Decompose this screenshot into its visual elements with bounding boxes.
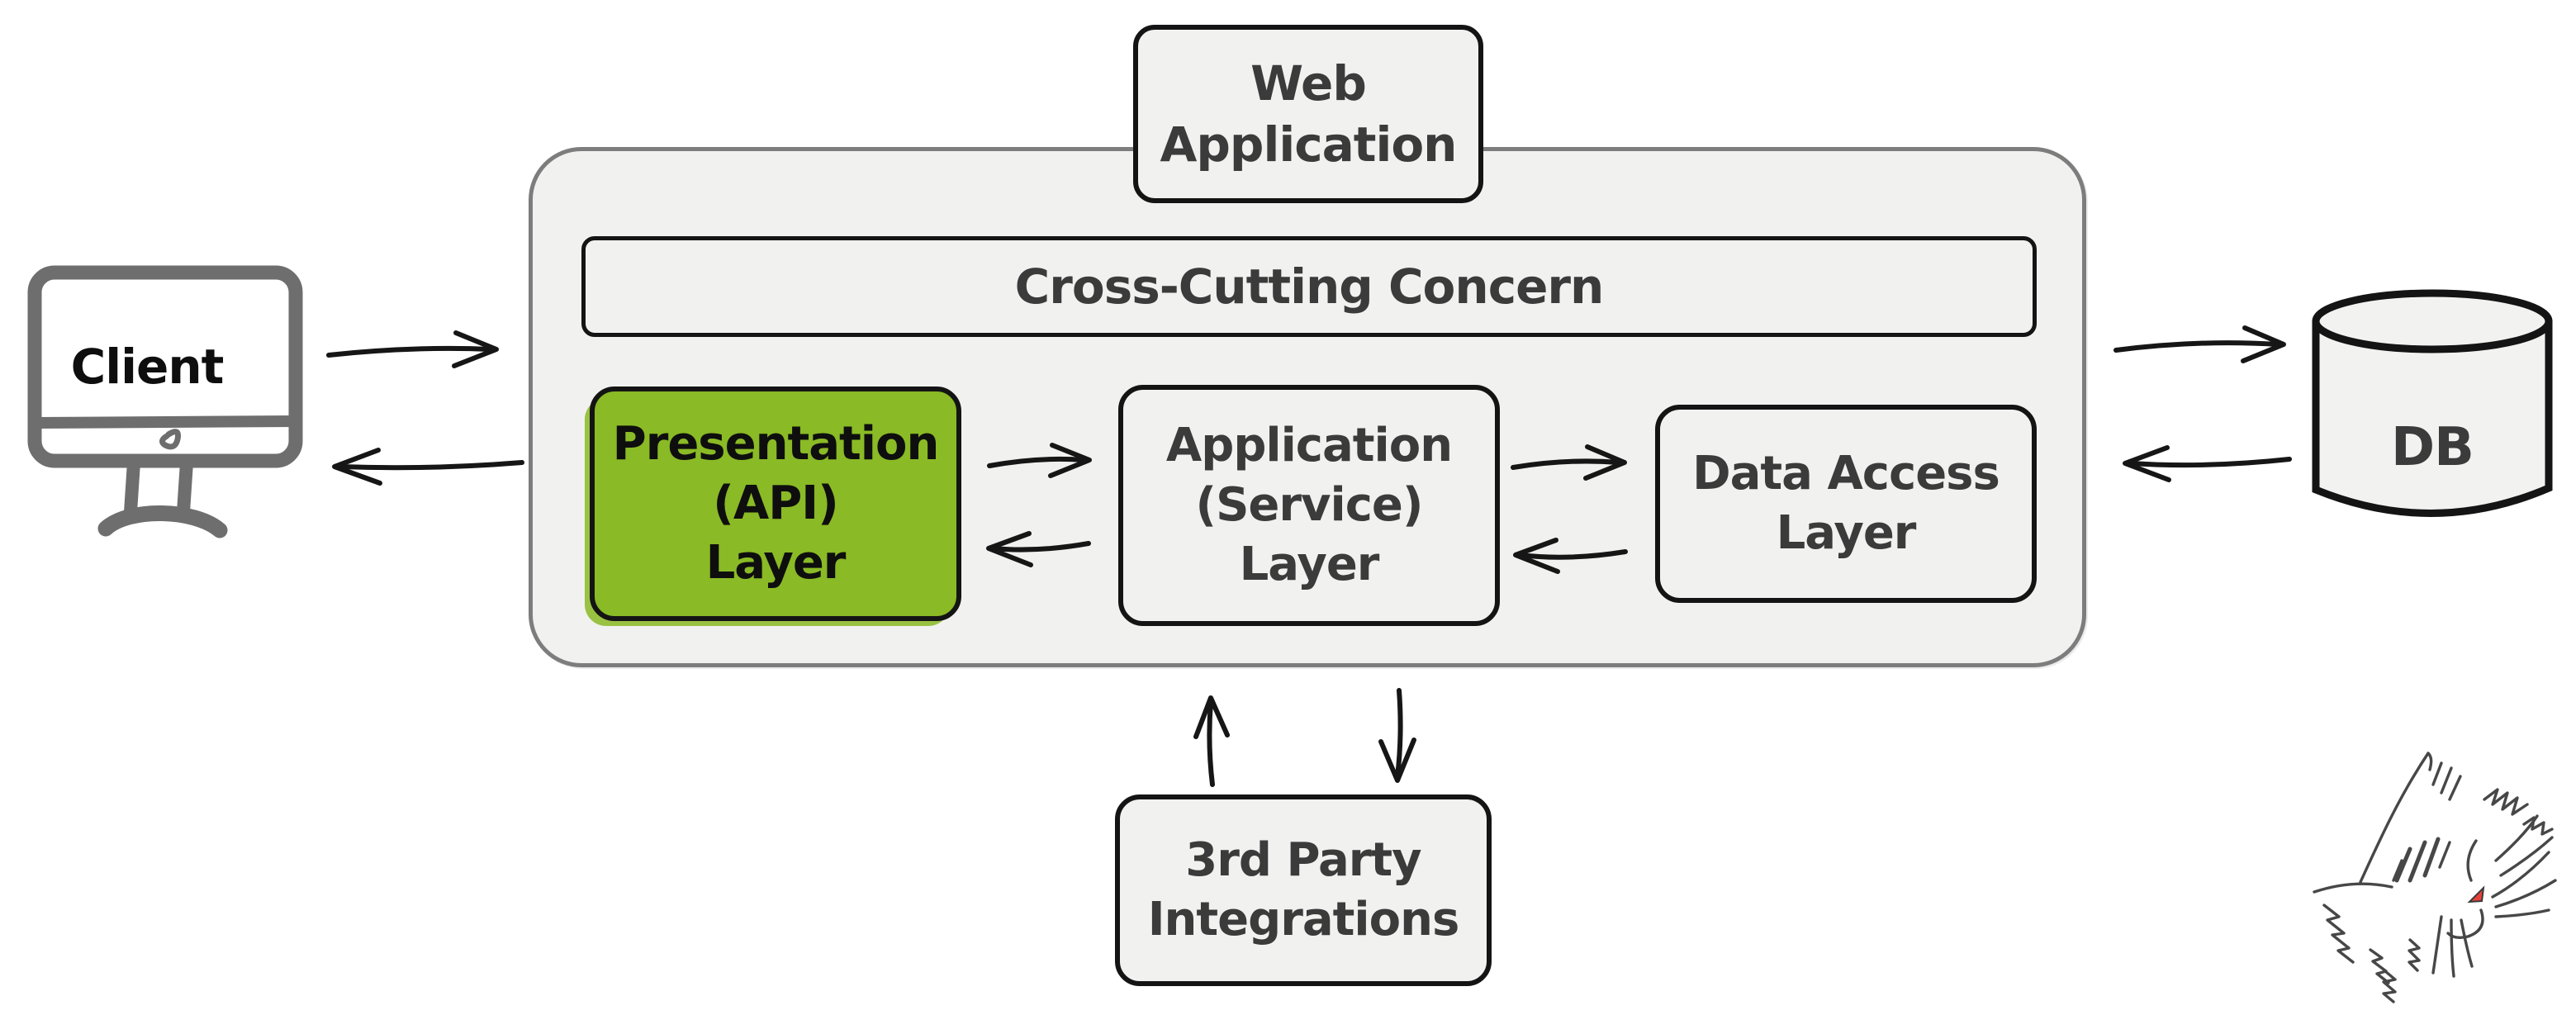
arrow-db-to-webapp: [2123, 445, 2292, 482]
arrow-thirdparty-to-application: [1193, 695, 1230, 787]
presentation-api-layer-box: Presentation (API) Layer: [590, 387, 961, 621]
web-application-line1: Web: [1250, 55, 1367, 111]
application-line3: Layer: [1239, 537, 1380, 591]
presentation-line3: Layer: [705, 535, 847, 590]
presentation-line1: Presentation: [612, 417, 940, 472]
third-party-line1: 3rd Party: [1185, 833, 1421, 888]
application-line1: Application: [1165, 419, 1453, 473]
client-node-label: Client: [70, 339, 225, 395]
data-access-line1: Data Access: [1692, 447, 2000, 501]
arrow-client-to-webapp: [326, 330, 499, 368]
cat-nose: [2467, 885, 2485, 904]
cross-cutting-concern-bar: Cross-Cutting Concern: [581, 236, 2037, 337]
arrow-application-to-data-access: [1511, 444, 1627, 481]
data-access-layer-box: Data Access Layer: [1655, 405, 2037, 603]
database-icon: DB: [2312, 289, 2553, 517]
arrow-presentation-to-application: [987, 443, 1092, 478]
arrow-webapp-to-client: [332, 448, 524, 486]
arrow-data-access-to-application: [1513, 538, 1628, 574]
application-line2: (Service): [1195, 478, 1424, 533]
cat-doodle: [2313, 752, 2557, 1003]
cross-cutting-concern-label: Cross-Cutting Concern: [1014, 258, 1605, 315]
web-application-line2: Application: [1160, 116, 1458, 173]
arrow-application-to-thirdparty: [1378, 688, 1416, 783]
db-label: DB: [2391, 417, 2474, 478]
arrow-application-to-presentation: [986, 531, 1091, 567]
web-application-title-box: Web Application: [1133, 25, 1483, 203]
third-party-line2: Integrations: [1147, 893, 1460, 946]
data-access-line2: Layer: [1776, 506, 1917, 560]
application-service-layer-box: Application (Service) Layer: [1118, 385, 1500, 626]
client-monitor-icon: [27, 265, 303, 538]
third-party-integrations-box: 3rd Party Integrations: [1115, 794, 1492, 986]
presentation-line2: (API): [713, 477, 838, 531]
arrow-webapp-to-db: [2113, 325, 2286, 363]
